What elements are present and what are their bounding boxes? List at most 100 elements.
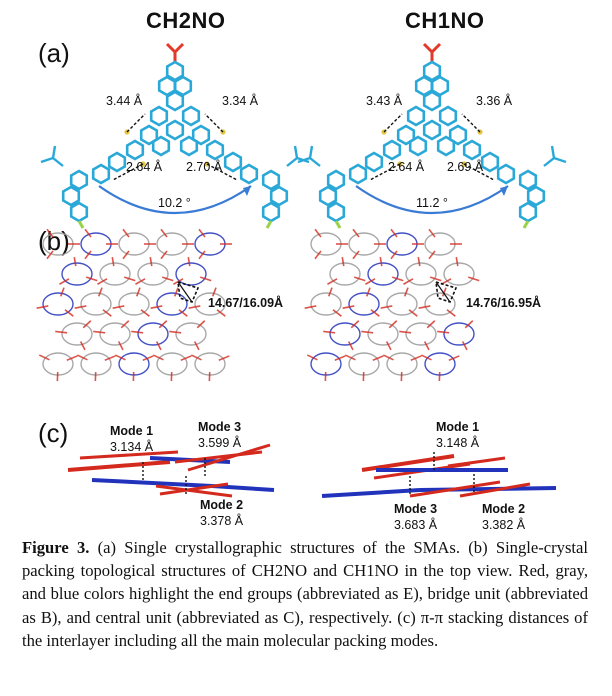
lattice-end-group: [410, 355, 422, 361]
lattice-end-group: [408, 309, 418, 317]
lattice-end-group: [390, 228, 398, 238]
mode1-label: Mode 1: [436, 420, 480, 434]
lattice-end-group: [117, 341, 124, 351]
lattice-end-group: [306, 354, 318, 361]
lattice-end-group: [428, 250, 436, 260]
lattice-end-group: [38, 354, 50, 361]
lattice-ring: [348, 292, 380, 316]
lattice-end-group: [428, 228, 436, 238]
lattice-end-group: [135, 278, 146, 285]
lattice-end-group: [193, 341, 200, 351]
lattice-end-group: [142, 355, 154, 361]
lattice-end-group: [353, 276, 366, 282]
lattice-end-group: [211, 287, 217, 297]
lattice-end-group: [334, 355, 346, 361]
lattice-end-group: [160, 250, 168, 260]
lattice-end-group: [97, 278, 108, 285]
lattice-end-group: [149, 256, 153, 267]
lattice-end-group: [347, 341, 354, 351]
lattice-end-group: [93, 330, 106, 334]
lattice-ring: [175, 322, 207, 346]
lattice-end-group: [180, 355, 192, 361]
lattice-end-group: [216, 309, 226, 317]
packing-lattice-ch1no: [304, 228, 480, 382]
lattice-ring: [424, 292, 456, 316]
lattice-end-group: [391, 276, 404, 282]
lattice-end-group: [314, 250, 322, 260]
lattice-end-group: [199, 276, 212, 282]
mode1-distance: 3.134 Å: [110, 440, 154, 454]
lattice-end-group: [350, 320, 360, 329]
lattice-end-group: [173, 287, 179, 297]
lattice-end-group: [196, 320, 206, 329]
figure-caption: Figure 3. (a) Single crystallographic st…: [22, 536, 588, 652]
lattice-end-group: [46, 228, 54, 238]
lattice-ring: [310, 292, 342, 316]
lattice-ring: [386, 352, 418, 376]
lattice-end-group: [64, 309, 74, 317]
lattice-end-group: [158, 320, 168, 329]
lattice-end-group: [198, 228, 206, 238]
lattice-end-group: [437, 330, 450, 334]
lattice-ring: [405, 262, 437, 286]
lattice-end-group: [342, 305, 355, 309]
lattice-end-group: [388, 320, 398, 329]
lattice-end-group: [461, 341, 468, 351]
distance-bottom-right: 2.69 Å: [447, 160, 484, 174]
lattice-end-group: [155, 341, 162, 351]
lattice-ring: [329, 262, 361, 286]
lattice-ring: [118, 292, 150, 316]
lattice-ring: [175, 262, 207, 286]
lattice-end-group: [74, 305, 87, 309]
lattice-end-group: [140, 309, 150, 317]
lattice-end-group: [423, 341, 430, 351]
lattice-end-group: [188, 305, 201, 309]
mode2-distance: 3.378 Å: [200, 514, 244, 528]
lattice-end-group: [79, 341, 86, 351]
lattice-end-group: [85, 276, 98, 282]
lattice-end-group: [104, 355, 116, 361]
lattice-end-group: [446, 309, 456, 317]
lattice-ring: [424, 352, 456, 376]
lattice-end-group: [59, 287, 65, 297]
distance-top-left: 3.44 Å: [106, 94, 143, 108]
lattice-ring: [99, 322, 131, 346]
lattice-ring: [137, 262, 169, 286]
dimension-marker-right: [435, 280, 458, 303]
figure-caption-label: Figure 3.: [22, 538, 90, 557]
lattice-end-group: [102, 309, 112, 317]
lattice-end-group: [370, 309, 380, 317]
lattice-ring: [80, 352, 112, 376]
lattice-end-group: [114, 354, 126, 361]
lattice-ring: [367, 262, 399, 286]
distance-top-left: 3.43 Å: [366, 94, 403, 108]
lattice-end-group: [198, 250, 206, 260]
lattice-end-group: [441, 287, 447, 297]
lattice-ring: [405, 322, 437, 346]
lattice-end-group: [131, 330, 144, 334]
lattice-ring: [118, 352, 150, 376]
lattice-ring: [367, 322, 399, 346]
lattice-ring: [443, 322, 475, 346]
lattice-end-group: [417, 256, 421, 267]
distance-bottom-left: 2.64 Å: [126, 160, 163, 174]
lattice-end-group: [426, 320, 436, 329]
lattice-end-group: [385, 341, 392, 351]
lattice-ring: [194, 292, 226, 316]
distance-top-right: 3.34 Å: [222, 94, 259, 108]
lattice-end-group: [76, 354, 88, 361]
lattice-end-group: [178, 309, 188, 317]
figure-caption-text: (a) Single crystallographic structures o…: [22, 538, 589, 650]
distance-bottom-left: 2.64 Å: [388, 160, 425, 174]
lattice-end-group: [84, 228, 92, 238]
column-title-right: CH1NO: [405, 8, 485, 33]
panel-label-a: (a): [38, 38, 70, 68]
mode2-distance: 3.382 Å: [482, 518, 526, 532]
lattice-end-group: [418, 305, 431, 309]
lattice-ring: [156, 352, 188, 376]
lattice-end-group: [120, 320, 130, 329]
lattice-end-group: [73, 256, 77, 267]
lattice-end-group: [380, 305, 393, 309]
lattice-end-group: [455, 256, 459, 267]
